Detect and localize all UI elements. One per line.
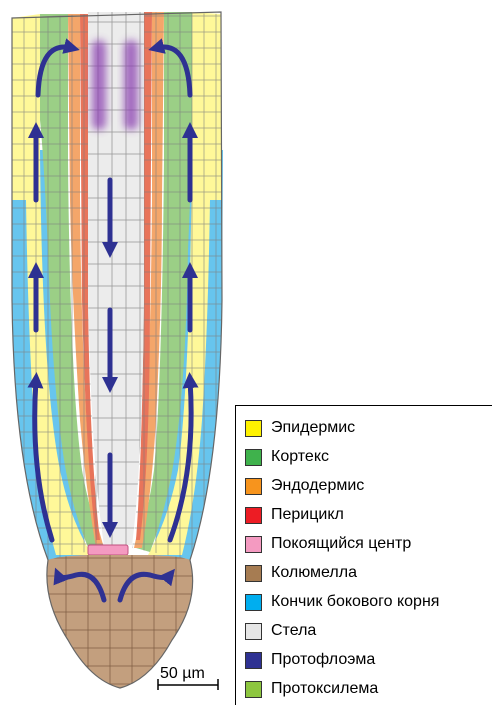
legend-swatch: [245, 478, 262, 495]
legend: Эпидермис Кортекс Эндодермис Перицикл По…: [235, 405, 492, 705]
legend-swatch: [245, 507, 262, 524]
auxin-glow-left: [92, 40, 106, 130]
legend-item-endodermis: Эндодермис: [245, 474, 364, 498]
legend-item-pericycle: Перицикл: [245, 503, 344, 527]
quiescent-center: [88, 545, 128, 555]
legend-item-cortex: Кортекс: [245, 445, 329, 469]
legend-label: Протоксилема: [271, 680, 378, 698]
legend-swatch: [245, 652, 262, 669]
legend-label: Эпидермис: [271, 419, 355, 437]
legend-label: Протофлоэма: [271, 651, 375, 669]
legend-item-columella: Колюмелла: [245, 561, 357, 585]
legend-label: Кончик бокового корня: [271, 593, 439, 611]
legend-item-lateral-root-cap: Кончик бокового корня: [245, 590, 439, 614]
legend-item-protophloem: Протофлоэма: [245, 648, 375, 672]
legend-item-stele: Стела: [245, 619, 316, 643]
legend-swatch: [245, 623, 262, 640]
legend-label: Покоящийся центр: [271, 535, 411, 553]
legend-label: Перицикл: [271, 506, 344, 524]
legend-label: Эндодермис: [271, 477, 364, 495]
legend-swatch: [245, 594, 262, 611]
legend-swatch: [245, 449, 262, 466]
legend-label: Стела: [271, 622, 316, 640]
legend-swatch: [245, 681, 262, 698]
legend-swatch: [245, 420, 262, 437]
legend-item-epidermis: Эпидермис: [245, 416, 355, 440]
legend-swatch: [245, 536, 262, 553]
auxin-glow-right: [124, 40, 138, 130]
legend-item-quiescent-center: Покоящийся центр: [245, 532, 411, 556]
legend-label: Колюмелла: [271, 564, 357, 582]
legend-swatch: [245, 565, 262, 582]
scale-bar-label: 50 µm: [160, 665, 205, 683]
legend-label: Кортекс: [271, 448, 329, 466]
legend-item-protoxylem: Протоксилема: [245, 677, 378, 701]
